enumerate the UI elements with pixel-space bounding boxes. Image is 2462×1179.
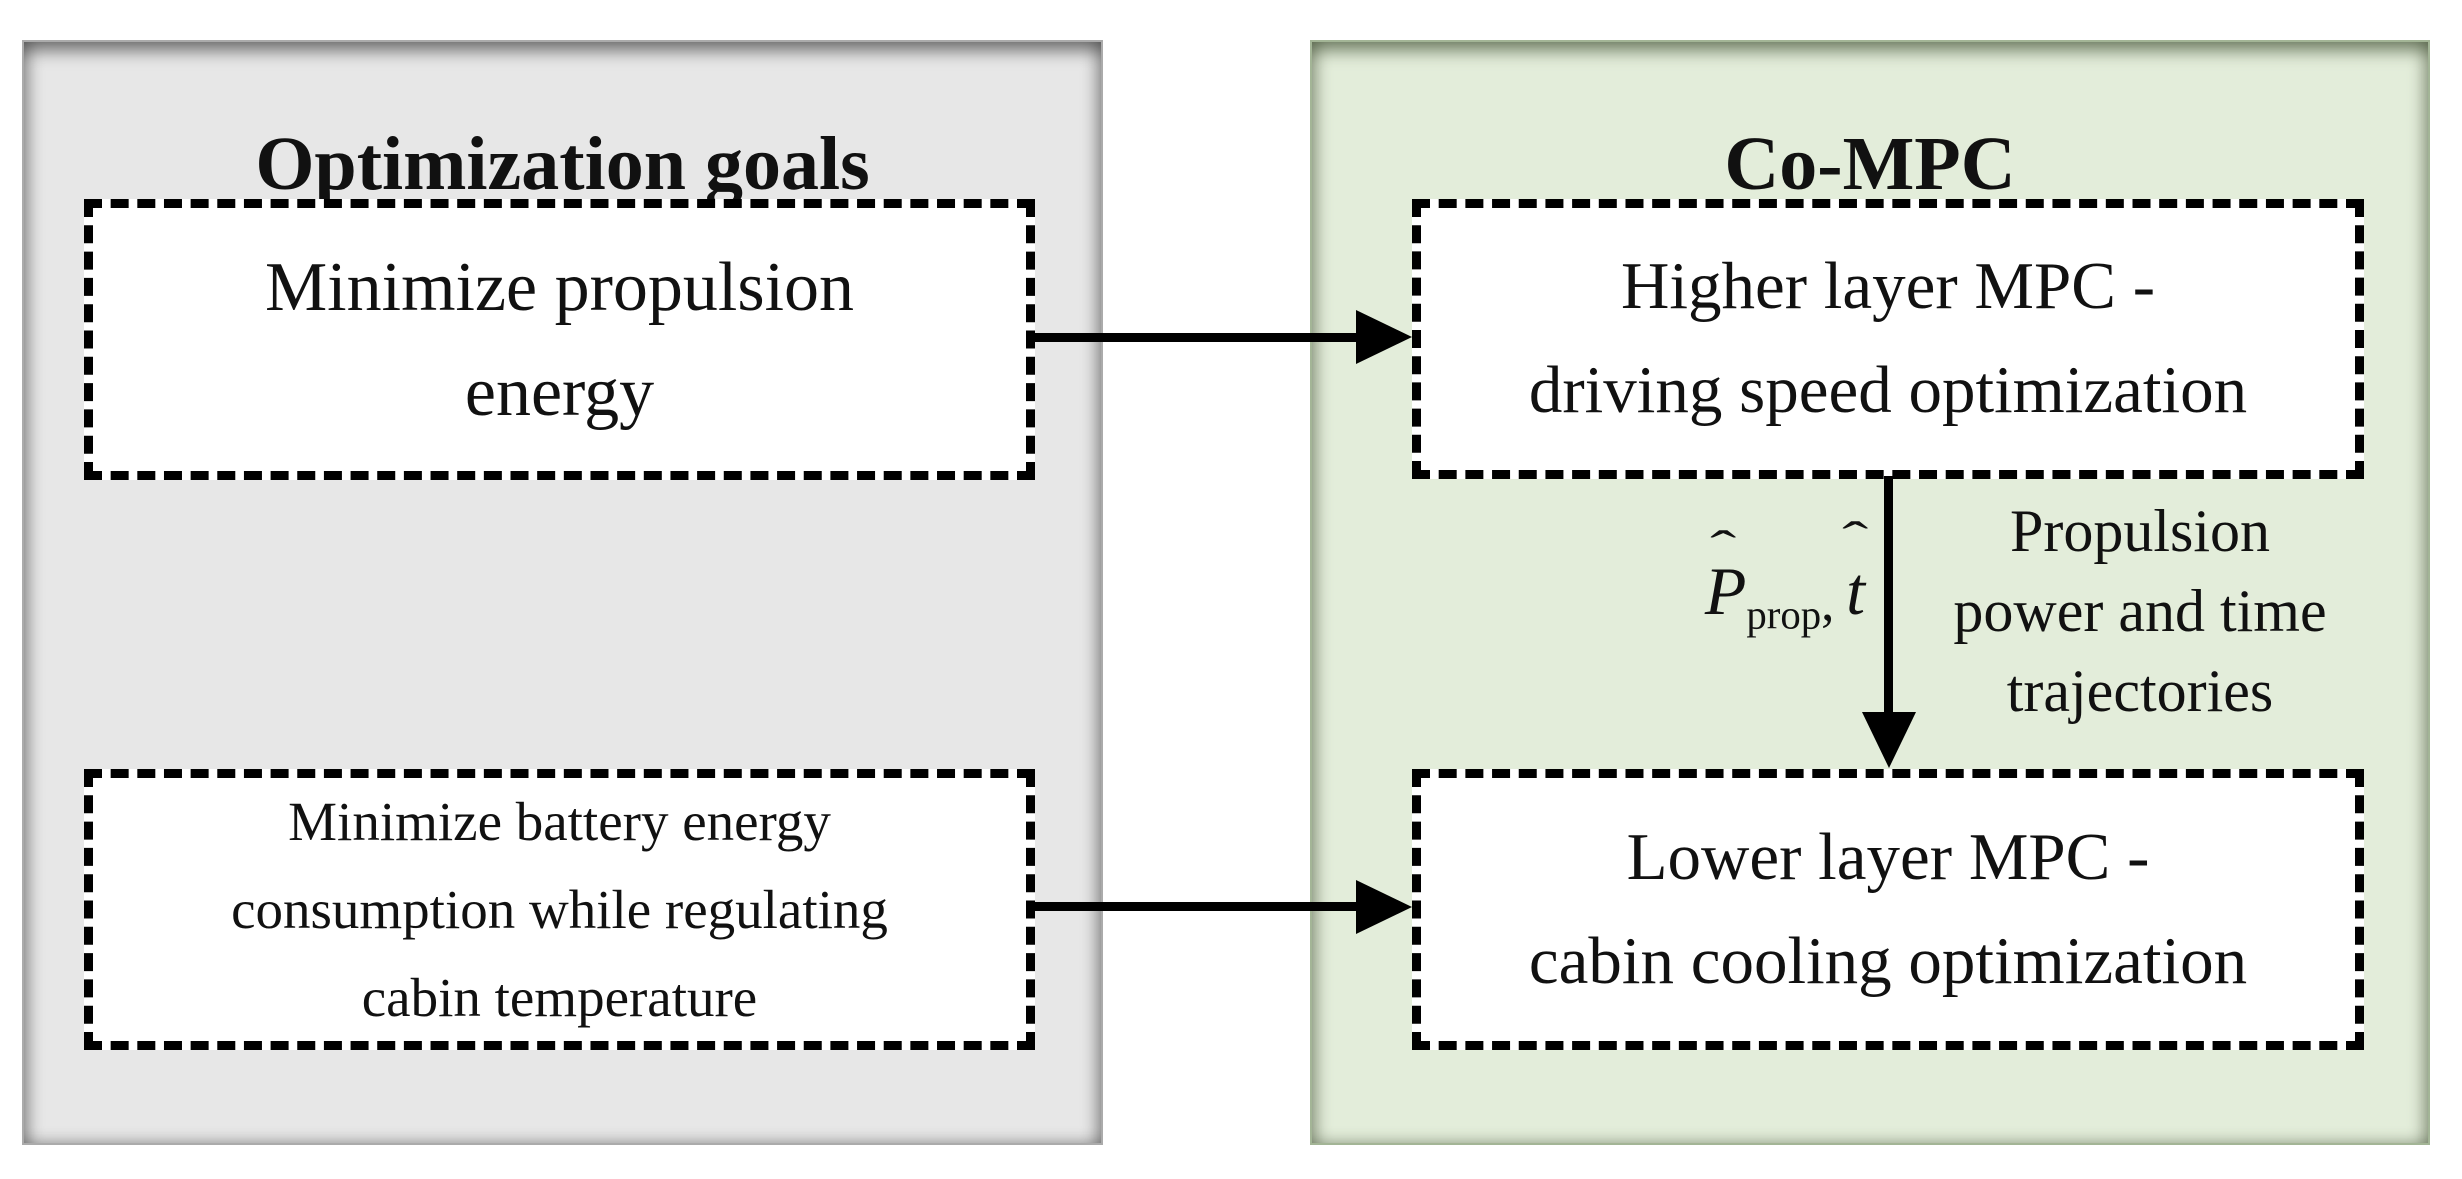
arrow-down-shaft (1884, 476, 1893, 718)
optimization-goals-title: Optimization goals (255, 122, 870, 207)
t-symbol: t (1846, 553, 1865, 629)
higher-layer-mpc-label: Higher layer MPC - driving speed optimiz… (1528, 249, 2248, 427)
goal-box-battery-energy: Minimize battery energy consumption whil… (84, 769, 1035, 1050)
lower-layer-mpc-box: Lower layer MPC - cabin cooling optimiza… (1412, 769, 2364, 1050)
arrow-right-shaft (1033, 902, 1363, 911)
coupling-signal-math-label: ˆPprop,ˆt (1540, 514, 1869, 635)
optimization-goals-panel: Optimization goals Minimize propulsion e… (22, 40, 1103, 1145)
coupling-signal-description: Propulsion power and time trajectories (1953, 498, 2327, 724)
co-mpc-title: Co-MPC (1724, 122, 2016, 207)
goal-box-battery-energy-label: Minimize battery energy consumption whil… (231, 790, 888, 1028)
arrow-right-head (1356, 310, 1412, 364)
arrow-right-shaft (1033, 333, 1363, 342)
p-hat-symbol: ˆP (1704, 523, 1747, 631)
t-hat-symbol: ˆt (1842, 514, 1868, 631)
arrow-right-head (1356, 880, 1412, 934)
arrow-down-head (1862, 712, 1916, 768)
p-subscript: prop (1746, 592, 1822, 638)
higher-layer-mpc-box: Higher layer MPC - driving speed optimiz… (1412, 199, 2364, 479)
goal-box-propulsion-energy: Minimize propulsion energy (84, 199, 1035, 480)
lower-layer-mpc-label: Lower layer MPC - cabin cooling optimiza… (1528, 819, 2248, 998)
co-mpc-panel: Co-MPC Higher layer MPC - driving speed … (1310, 40, 2430, 1145)
separator-comma: , (1821, 574, 1835, 633)
p-symbol: P (1704, 553, 1747, 629)
goal-box-propulsion-energy-label: Minimize propulsion energy (264, 248, 855, 431)
